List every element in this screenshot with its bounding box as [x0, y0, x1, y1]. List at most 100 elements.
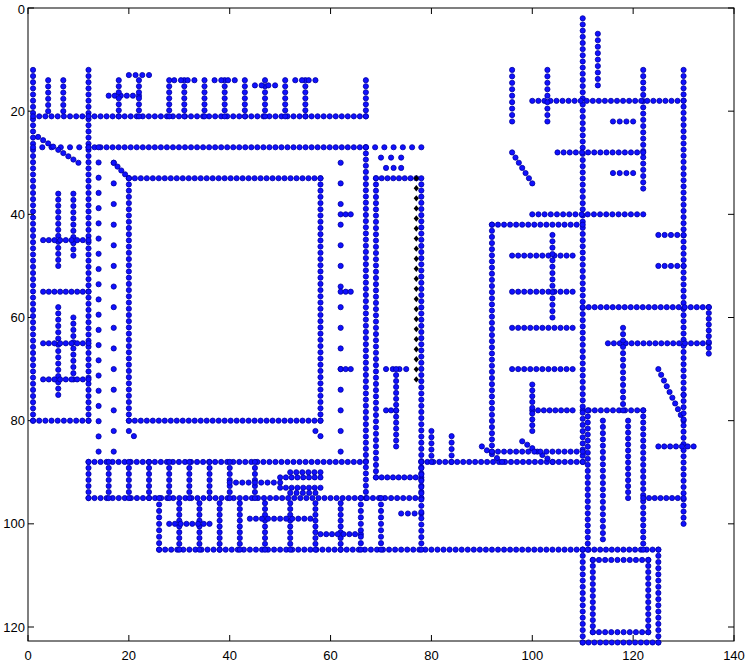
- data-marker: [629, 341, 634, 346]
- data-marker: [673, 444, 678, 449]
- data-marker: [157, 534, 162, 539]
- data-marker: [419, 299, 424, 304]
- data-marker: [111, 181, 116, 186]
- data-marker: [222, 102, 227, 107]
- data-marker: [614, 98, 619, 103]
- data-marker: [86, 289, 91, 294]
- data-marker: [550, 264, 555, 269]
- data-marker: [104, 114, 109, 119]
- data-marker: [318, 269, 323, 274]
- data-marker: [188, 114, 193, 119]
- data-marker: [363, 403, 368, 408]
- data-marker: [580, 47, 585, 52]
- data-marker: [373, 450, 378, 455]
- data-marker: [116, 108, 121, 113]
- data-marker: [216, 418, 221, 423]
- data-marker: [363, 200, 368, 205]
- data-marker: [75, 238, 80, 243]
- data-marker: [580, 342, 585, 347]
- data-marker: [74, 418, 79, 423]
- data-marker: [658, 305, 663, 310]
- data-marker: [358, 502, 363, 507]
- data-marker: [302, 547, 307, 552]
- data-marker: [390, 475, 395, 480]
- data-marker: [348, 289, 353, 294]
- data-marker: [96, 160, 101, 165]
- data-marker: [182, 108, 187, 113]
- data-marker: [96, 282, 101, 287]
- data-marker: [626, 484, 631, 489]
- data-marker: [616, 150, 621, 155]
- data-marker: [585, 212, 590, 217]
- data-marker: [243, 145, 248, 150]
- data-marker: [568, 222, 573, 227]
- data-marker: [640, 630, 645, 635]
- data-marker: [302, 516, 307, 521]
- data-marker: [373, 356, 378, 361]
- data-marker: [197, 535, 202, 540]
- data-marker: [136, 78, 141, 83]
- data-marker: [550, 222, 555, 227]
- data-marker: [240, 418, 245, 423]
- data-marker: [520, 439, 525, 444]
- data-marker: [419, 528, 424, 533]
- data-marker: [237, 495, 242, 500]
- data-marker: [467, 459, 472, 464]
- data-marker: [580, 40, 585, 45]
- data-marker: [136, 96, 141, 101]
- data-marker: [634, 212, 639, 217]
- data-marker: [86, 459, 91, 464]
- data-marker: [681, 411, 686, 416]
- data-marker: [580, 299, 585, 304]
- data-marker: [401, 495, 406, 500]
- data-marker: [681, 122, 686, 127]
- data-marker: [126, 393, 131, 398]
- data-marker: [449, 446, 454, 451]
- data-marker: [373, 275, 378, 280]
- data-marker: [580, 348, 585, 353]
- data-marker: [30, 123, 35, 128]
- data-marker: [86, 258, 91, 263]
- data-marker: [318, 331, 323, 336]
- data-marker: [626, 489, 631, 494]
- data-marker: [526, 547, 531, 552]
- data-marker: [596, 630, 601, 635]
- data-marker: [278, 516, 283, 521]
- data-marker: [207, 459, 212, 464]
- data-marker: [243, 495, 248, 500]
- data-marker: [592, 640, 597, 645]
- data-marker: [681, 214, 686, 219]
- data-marker: [552, 366, 557, 371]
- data-marker: [677, 341, 682, 346]
- data-marker: [363, 385, 368, 390]
- data-marker: [429, 441, 434, 446]
- data-marker: [194, 114, 199, 119]
- data-marker: [30, 129, 35, 134]
- data-marker: [202, 78, 207, 83]
- data-marker: [326, 547, 331, 552]
- data-marker: [150, 418, 155, 423]
- data-marker: [419, 323, 424, 328]
- data-marker: [639, 98, 644, 103]
- data-marker: [318, 176, 323, 181]
- data-marker: [520, 222, 525, 227]
- data-marker: [675, 98, 680, 103]
- data-marker: [681, 116, 686, 121]
- data-marker: [641, 468, 646, 473]
- data-marker: [98, 114, 103, 119]
- data-marker: [318, 250, 323, 255]
- data-marker: [75, 289, 80, 294]
- data-marker: [345, 145, 350, 150]
- data-marker: [30, 184, 35, 189]
- data-marker: [358, 534, 363, 539]
- data-marker: [37, 114, 42, 119]
- data-marker: [111, 449, 116, 454]
- data-marker: [56, 147, 61, 152]
- data-marker: [592, 547, 597, 552]
- data-marker: [80, 114, 85, 119]
- data-marker: [373, 475, 378, 480]
- data-marker: [550, 547, 555, 552]
- data-marker: [564, 289, 569, 294]
- data-marker: [679, 444, 684, 449]
- data-marker: [262, 102, 267, 107]
